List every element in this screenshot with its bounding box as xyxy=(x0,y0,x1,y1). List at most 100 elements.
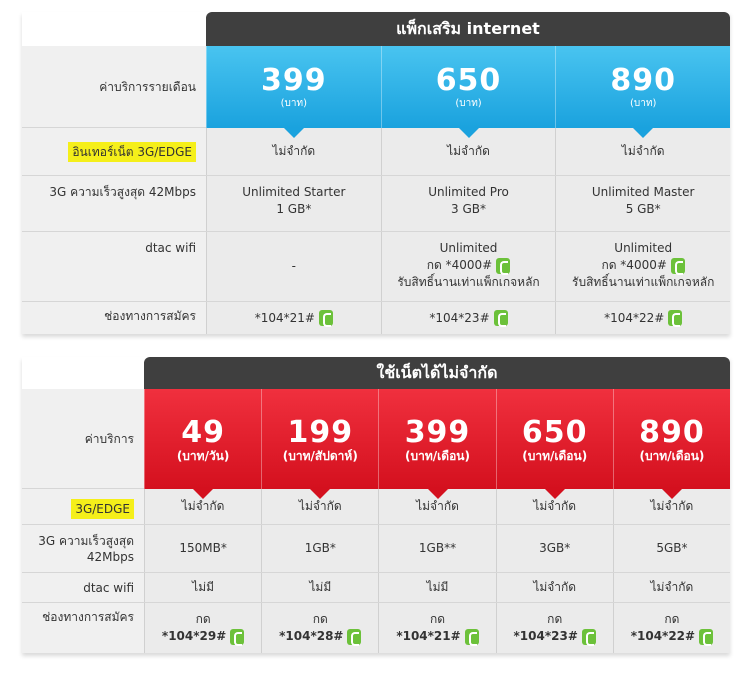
phone-icon[interactable] xyxy=(668,310,683,327)
signup-value: กด *104*21# xyxy=(378,603,496,653)
phone-icon[interactable] xyxy=(699,628,714,646)
phone-icon[interactable] xyxy=(581,628,596,646)
wifi-value: Unlimited กด *4000# รับสิทธิ์นานเท่าแพ็ก… xyxy=(555,232,731,301)
wifi-line3: รับสิทธิ์นานเท่าแพ็กเกจหลัก xyxy=(397,275,540,289)
phone-icon[interactable] xyxy=(670,257,685,275)
speed-value: 5GB* xyxy=(612,525,731,572)
internet-addon-table: แพ็กเสริม internet ค่าบริการรายเดือน 399… xyxy=(22,12,731,334)
price-unit: (บาท) xyxy=(455,98,482,109)
plan-price-399[interactable]: 399 (บาท) xyxy=(206,46,381,138)
signup-prefix: กด xyxy=(312,612,328,626)
signup-prefix: กด xyxy=(429,612,446,626)
phone-icon[interactable] xyxy=(464,628,479,646)
wifi-label: dtac wifi xyxy=(22,573,144,602)
speed-label-line2: 42Mbps xyxy=(86,549,134,564)
speed-value: Unlimited Pro 3 GB* xyxy=(380,176,556,231)
signup-value: *104*22# xyxy=(555,302,731,334)
signup-code: *104*23# xyxy=(429,310,490,325)
signup-label: ช่องทางการสมัคร xyxy=(22,302,206,334)
speed-value: 1GB* xyxy=(261,525,379,572)
price-unit: (บาท) xyxy=(630,98,657,109)
plan-price-650[interactable]: 650 (บาท) xyxy=(380,46,556,138)
price-unit: (บาท/เดือน) xyxy=(405,449,470,463)
price-unit: (บาท/เดือน) xyxy=(639,449,705,463)
price-value: 650 xyxy=(521,415,588,450)
table-title: แพ็กเสริม internet xyxy=(206,12,730,46)
signup-code: *104*22# xyxy=(604,310,665,325)
phone-icon[interactable] xyxy=(496,257,511,275)
signup-prefix: กด xyxy=(195,612,211,626)
signup-code: *104*29# xyxy=(161,629,227,643)
price-value: 890 xyxy=(610,63,676,98)
wifi-code: กด *4000# xyxy=(601,258,667,272)
plan-price-890[interactable]: 890 (บาท/เดือน) xyxy=(612,389,731,499)
signup-code: *104*23# xyxy=(513,629,578,643)
price-unit: (บาท/เดือน) xyxy=(522,449,588,463)
speed-line1: Unlimited Starter xyxy=(242,185,346,199)
phone-icon[interactable] xyxy=(318,310,333,327)
unlimited-internet-table: ใช้เน็ตได้ไม่จำกัด ค่าบริการ 49 (บาท/วัน… xyxy=(22,357,731,653)
signup-prefix: กด xyxy=(547,612,563,626)
wifi-value: - xyxy=(206,232,381,301)
speed-line1: Unlimited Pro xyxy=(428,185,509,199)
phone-icon[interactable] xyxy=(347,628,362,646)
price-value: 890 xyxy=(639,415,705,450)
speed-value: 150MB* xyxy=(144,525,262,572)
price-unit: (บาท/วัน) xyxy=(176,449,230,463)
speed-line2: 5 GB* xyxy=(625,202,661,216)
signup-value: กด *104*28# xyxy=(261,603,379,653)
speed-label-line1: 3G ความเร็วสูงสุด xyxy=(38,533,134,548)
price-unit: (บาท/สัปดาห์) xyxy=(282,449,358,463)
price-value: 49 xyxy=(181,415,225,450)
signup-value: กด *104*23# xyxy=(495,603,613,653)
speed-label: 3G ความเร็วสูงสุด 42Mbps xyxy=(22,525,144,572)
plan-price-399[interactable]: 399 (บาท/เดือน) xyxy=(378,389,496,499)
edge-label: อินเทอร์เน็ต 3G/EDGE xyxy=(22,128,206,175)
plan-price-650[interactable]: 650 (บาท/เดือน) xyxy=(495,389,613,499)
signup-prefix: กด xyxy=(664,612,680,626)
price-value: 199 xyxy=(287,415,354,450)
speed-line2: 3 GB* xyxy=(451,202,486,216)
table-title: ใช้เน็ตได้ไม่จำกัด xyxy=(144,357,730,389)
price-label: ค่าบริการ xyxy=(22,389,144,489)
speed-line1: Unlimited Master xyxy=(591,185,695,199)
signup-code: *104*22# xyxy=(630,629,696,643)
wifi-line1: Unlimited xyxy=(614,241,673,255)
price-value: 399 xyxy=(404,415,471,450)
plan-price-890[interactable]: 890 (บาท) xyxy=(555,46,731,138)
signup-value: กด *104*22# xyxy=(612,603,731,653)
price-value: 399 xyxy=(261,63,327,98)
wifi-label: dtac wifi xyxy=(22,232,206,301)
signup-code: *104*28# xyxy=(279,629,344,643)
speed-value: 3GB* xyxy=(495,525,613,572)
signup-value: *104*23# xyxy=(380,302,556,334)
wifi-code: กด *4000# xyxy=(426,258,493,272)
signup-code: *104*21# xyxy=(396,629,461,643)
phone-icon[interactable] xyxy=(493,310,508,327)
signup-code: *104*21# xyxy=(254,310,315,325)
wifi-value: ไม่มี xyxy=(144,573,262,602)
plan-price-49[interactable]: 49 (บาท/วัน) xyxy=(144,389,262,499)
price-unit: (บาท) xyxy=(280,98,308,109)
wifi-value: Unlimited กด *4000# รับสิทธิ์นานเท่าแพ็ก… xyxy=(380,232,556,301)
speed-line2: 1 GB* xyxy=(276,202,312,216)
highlight-label: อินเทอร์เน็ต 3G/EDGE xyxy=(68,141,196,162)
highlight-label: 3G/EDGE xyxy=(71,498,134,519)
signup-label: ช่องทางการสมัคร xyxy=(22,603,144,653)
speed-value: Unlimited Starter 1 GB* xyxy=(206,176,381,231)
wifi-value: ไม่มี xyxy=(378,573,496,602)
edge-label: 3G/EDGE xyxy=(22,489,144,524)
signup-value: กด *104*29# xyxy=(144,603,262,653)
price-label: ค่าบริการรายเดือน xyxy=(22,46,206,128)
phone-icon[interactable] xyxy=(230,628,245,646)
wifi-value: ไม่มี xyxy=(261,573,379,602)
plan-price-199[interactable]: 199 (บาท/สัปดาห์) xyxy=(261,389,379,499)
wifi-line1: Unlimited xyxy=(439,241,498,255)
price-value: 650 xyxy=(435,63,502,98)
signup-value: *104*21# xyxy=(206,302,381,334)
wifi-line3: รับสิทธิ์นานเท่าแพ็กเกจหลัก xyxy=(572,275,715,289)
wifi-line1: - xyxy=(291,259,296,273)
speed-label: 3G ความเร็วสูงสุด 42Mbps xyxy=(22,176,206,231)
wifi-value: ไม่จำกัด xyxy=(612,573,731,602)
speed-value: 1GB** xyxy=(378,525,496,572)
